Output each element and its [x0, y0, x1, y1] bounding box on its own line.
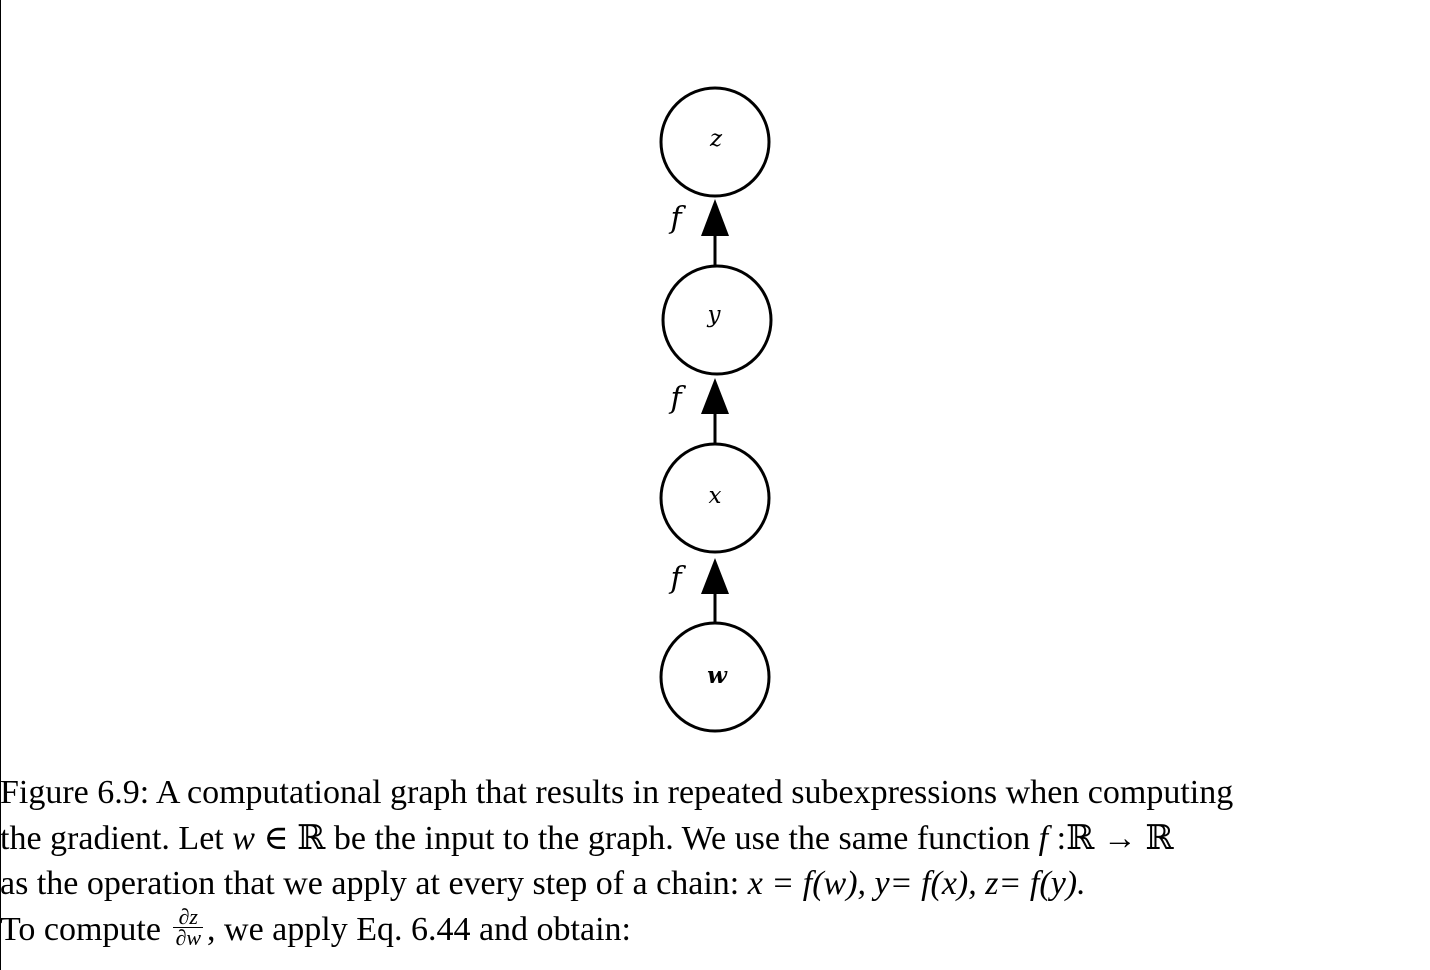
fraction-numerator: ∂z — [173, 906, 204, 929]
computational-graph-svg: f f f z y x w — [659, 86, 773, 733]
edge-label-y-z: f — [668, 201, 686, 236]
node-w: w — [659, 621, 771, 733]
node-x: x — [659, 442, 771, 554]
caption-equation-x: x = f(w), — [747, 865, 867, 902]
edge-x-to-y: f — [668, 378, 729, 444]
caption-equation-z: z= f(y). — [985, 865, 1086, 902]
caption-reals-symbol: ℝ — [297, 819, 326, 857]
caption-partial-fraction: ∂z∂w — [173, 906, 204, 951]
caption-line-4-post: , we apply Eq. 6.44 and obtain: — [207, 910, 631, 948]
edge-label-x-y: f — [668, 381, 686, 416]
caption-line-1-text: Figure 6.9: A computational graph that r… — [0, 774, 1234, 811]
node-y: y — [661, 264, 773, 376]
caption-math-w: w — [232, 819, 255, 857]
caption-line-2-pre: the gradient. Let — [0, 819, 233, 857]
caption-math-f: f — [1038, 819, 1049, 857]
edge-y-to-z: f — [668, 199, 729, 265]
caption-line-3-pre: as the operation that we apply at every … — [0, 865, 748, 902]
left-margin-rule — [0, 0, 1, 970]
figure-caption: Figure 6.9: A computational graph that r… — [0, 770, 1430, 952]
caption-line-1: Figure 6.9: A computational graph that r… — [0, 770, 1430, 816]
node-label-y: y — [707, 302, 722, 328]
node-label-z: z — [709, 126, 723, 152]
caption-line-2: the gradient. Let w ∈ ℝ be the input to … — [0, 816, 1430, 862]
node-label-w: w — [707, 662, 728, 689]
caption-function-map: :ℝ → ℝ — [1048, 819, 1174, 857]
edge-label-w-x: f — [668, 561, 686, 596]
caption-line-4-pre: To compute — [0, 910, 170, 948]
caption-line-4: To compute ∂z∂w, we apply Eq. 6.44 and o… — [0, 906, 1430, 953]
fraction-denominator: ∂w — [175, 925, 202, 951]
caption-equation-y: y= f(x), — [874, 865, 977, 902]
node-z: z — [659, 86, 771, 198]
caption-line-3: as the operation that we apply at every … — [0, 861, 1430, 907]
computational-graph-figure: f f f z y x w — [659, 86, 773, 733]
caption-line-2-mid: be the input to the graph. We use the sa… — [325, 819, 1039, 857]
node-label-x: x — [709, 483, 722, 509]
caption-element-of: ∈ — [254, 819, 298, 857]
edge-w-to-x: f — [668, 558, 729, 622]
